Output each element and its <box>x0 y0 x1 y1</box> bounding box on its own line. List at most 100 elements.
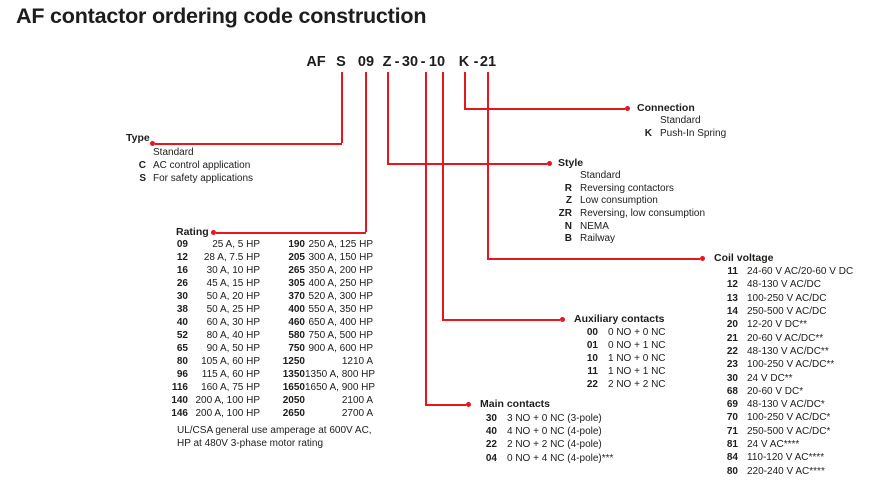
option-description: 0 NO + 0 NC <box>608 327 666 339</box>
code-token-main-contacts: 30 <box>401 54 419 70</box>
rating-table-row: 146 200 A, 100 HP 2650 2700 A <box>160 407 373 420</box>
option-description: Railway <box>580 233 616 245</box>
code-token-connection: K <box>458 54 470 70</box>
rating-table-row: 38 50 A, 25 HP 400 550 A, 350 HP <box>160 303 373 316</box>
rating-value-col2: 400 A, 250 HP <box>308 278 374 289</box>
option-description: 100-250 V AC/DC** <box>747 359 835 371</box>
coil-option-row: 14 250-500 V AC/DC <box>716 305 853 318</box>
option-code: R <box>564 182 572 194</box>
code-token-aux-contacts: 10 <box>428 54 446 70</box>
option-code: 13 <box>726 292 738 304</box>
option-description: 250-500 V AC/DC* <box>747 425 831 437</box>
rating-value-col2: 1650 A, 900 HP <box>305 382 376 393</box>
connector-aux-dot <box>560 317 565 322</box>
coil-option-row: 70 100-250 V AC/DC* <box>716 411 853 424</box>
code-token-af: AF <box>306 54 326 70</box>
rating-code-col1: 140 <box>171 395 188 406</box>
rating-table-row: 116 160 A, 75 HP 1650 1650 A, 900 HP <box>160 381 376 394</box>
option-code: 11 <box>727 266 738 278</box>
option-code: K <box>644 128 652 139</box>
option-description: 4 NO + 0 NC (4-pole) <box>507 426 602 438</box>
rating-code-col2: 370 <box>288 291 305 302</box>
style-option-row: Standard <box>538 169 705 182</box>
rating-table-row: 52 80 A, 40 HP 580 750 A, 500 HP <box>160 329 373 342</box>
connection-option-row: K Push-In Spring <box>630 127 726 140</box>
type-option-row: C AC control application <box>134 159 253 172</box>
coil-option-row: 22 48-130 V AC/DC** <box>716 345 853 358</box>
connector-rating-dot <box>211 230 216 235</box>
option-code: 30 <box>726 372 738 384</box>
code-token-style: Z <box>382 54 392 70</box>
rating-value-col1: 50 A, 20 HP <box>206 291 260 302</box>
option-description: 48-130 V AC/DC** <box>747 345 829 357</box>
rating-value-col2: 1350 A, 800 HP <box>305 369 376 380</box>
connection-section-label: Connection <box>637 102 695 114</box>
connector-style-dot <box>547 161 552 166</box>
coil-option-row: 21 20-60 V AC/DC** <box>716 331 853 344</box>
option-description: For safety applications <box>153 173 254 184</box>
rating-section-label: Rating <box>176 226 209 238</box>
option-code: C <box>138 160 146 171</box>
rating-code-col2: 305 <box>288 278 305 289</box>
style-option-row: R Reversing contactors <box>538 182 705 195</box>
option-description: 2 NO + 2 NC (4-pole) <box>507 439 602 451</box>
rating-code-col1: 12 <box>176 252 188 263</box>
connector-type-hline <box>155 143 342 145</box>
rating-code-col2: 1350 <box>282 369 305 380</box>
option-code: 81 <box>726 439 738 450</box>
option-code: 69 <box>726 399 738 411</box>
option-code: 70 <box>726 412 738 424</box>
option-description: 100-250 V AC/DC <box>747 292 827 304</box>
option-description: 0 NO + 1 NC <box>608 340 666 352</box>
option-code: 04 <box>485 452 497 464</box>
option-description: 220-240 V AC**** <box>747 465 825 477</box>
auxiliary-option-row: 01 0 NO + 1 NC <box>578 339 666 352</box>
rating-table: 09 25 A, 5 HP 190 250 A, 125 HP 12 28 A,… <box>160 238 376 420</box>
rating-value-col2: 550 A, 350 HP <box>308 304 374 315</box>
rating-code-col1: 146 <box>171 408 188 419</box>
code-dash-1: - <box>394 54 400 70</box>
style-option-row: ZR Reversing, low consumption <box>538 207 705 220</box>
option-description: 250-500 V AC/DC <box>747 306 827 318</box>
rating-table-row: 80 105 A, 60 HP 1250 1210 A <box>160 355 373 368</box>
main-option-row: 04 0 NO + 4 NC (4-pole)*** <box>479 452 614 465</box>
option-code: Z <box>565 195 572 207</box>
rating-code-col2: 460 <box>288 317 305 328</box>
rating-value-col2: 1210 A <box>341 356 373 367</box>
rating-footnote: UL/CSA general use amperage at 600V AC, … <box>177 424 372 450</box>
rating-value-col1: 45 A, 15 HP <box>206 278 260 289</box>
code-token-type: S <box>336 54 346 70</box>
option-description: 2 NO + 2 NC <box>608 379 666 391</box>
rating-value-col1: 115 A, 60 HP <box>201 369 260 380</box>
option-description: 24 V AC**** <box>747 439 800 450</box>
rating-footnote-line1: UL/CSA general use amperage at 600V AC, <box>177 425 372 436</box>
connector-coil-dot <box>700 256 705 261</box>
rating-value-col2: 650 A, 400 HP <box>308 317 374 328</box>
connector-main-dot <box>466 402 471 407</box>
rating-code-col1: 96 <box>176 369 188 380</box>
rating-value-col1: 200 A, 100 HP <box>195 408 261 419</box>
option-code: 30 <box>485 413 497 425</box>
rating-table-row: 65 90 A, 50 HP 750 900 A, 600 HP <box>160 342 373 355</box>
rating-code-col1: 116 <box>171 382 188 393</box>
connector-rating-hline <box>216 232 366 234</box>
connector-style-hline <box>387 163 547 165</box>
coil-option-row: 68 20-60 V DC* <box>716 385 853 398</box>
rating-value-col2: 2700 A <box>341 408 373 419</box>
connector-aux-hline <box>442 319 560 321</box>
connector-connection-hline <box>464 108 625 110</box>
coil-option-row: 20 12-20 V DC** <box>716 318 853 331</box>
page-title: AF contactor ordering code construction <box>16 4 427 28</box>
rating-table-row: 09 25 A, 5 HP 190 250 A, 125 HP <box>160 238 373 251</box>
rating-code-col2: 1250 <box>282 356 305 367</box>
rating-table-row: 16 30 A, 10 HP 265 350 A, 200 HP <box>160 264 373 277</box>
auxiliary-contacts-list: 00 0 NO + 0 NC 01 0 NO + 1 NC 10 1 NO + … <box>578 326 666 391</box>
rating-value-col1: 30 A, 10 HP <box>206 265 260 276</box>
rating-value-col1: 25 A, 5 HP <box>212 239 260 250</box>
option-description: 100-250 V AC/DC* <box>747 412 831 424</box>
connector-type-vline <box>341 72 343 143</box>
connector-connection-vline <box>464 72 466 108</box>
option-description: 24 V DC** <box>747 372 793 384</box>
option-description: 0 NO + 4 NC (4-pole)*** <box>507 452 614 464</box>
